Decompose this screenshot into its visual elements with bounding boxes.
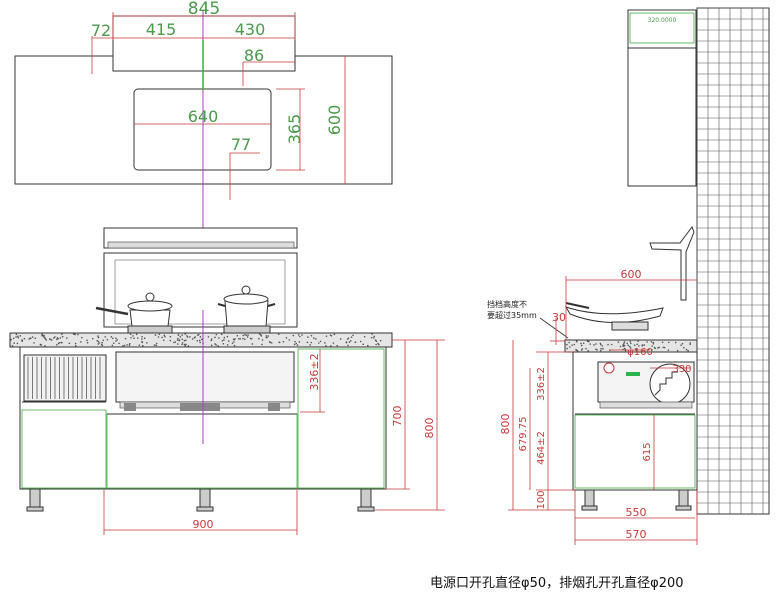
- dim-550: 550: [626, 506, 647, 519]
- vent-grille: [23, 354, 107, 402]
- dim-900: 900: [193, 518, 214, 531]
- front-dim-lines: [103, 339, 445, 535]
- dim-72: 72: [91, 21, 111, 40]
- dim-77: 77: [231, 135, 251, 154]
- countertop-front: [9, 332, 393, 348]
- top-dim-lines: [91, 12, 346, 200]
- caption: 电源口开孔直径φ50，排烟孔开孔直径φ200: [430, 576, 684, 591]
- back-panel: [103, 252, 298, 328]
- side-dim-lines: [508, 276, 698, 545]
- dim-600: 600: [325, 105, 344, 136]
- front-view: 336±2 700 800 900: [9, 227, 445, 535]
- note-line-2: 要超过35mm: [487, 310, 537, 320]
- dim-336-side: 336±2: [536, 367, 547, 401]
- granite-texture: [10, 333, 382, 347]
- granite-texture-side: [566, 340, 692, 352]
- dim-415: 415: [146, 20, 177, 39]
- dim-679-75: 679.75: [518, 417, 529, 452]
- dim-464: 464±2: [536, 431, 547, 465]
- hood-label-320: 320.0000: [648, 17, 677, 24]
- dim-365: 365: [285, 114, 304, 145]
- dim-430: 430: [235, 20, 266, 39]
- dim-800-front: 800: [423, 418, 436, 439]
- dim-640: 640: [188, 107, 219, 126]
- oven-box: [115, 351, 295, 403]
- dim-615: 615: [642, 442, 653, 461]
- side-hood-body: [627, 47, 697, 187]
- dim-phi160: φ160: [627, 347, 653, 358]
- power-outlet-icon: [603, 362, 615, 374]
- dim-700: 700: [391, 406, 404, 427]
- note-line-1: 挡档高度不: [487, 299, 527, 309]
- wok-icon: [564, 306, 664, 323]
- range-hood-lip: [107, 241, 295, 249]
- dim-100: 100: [536, 490, 547, 509]
- pot-left-icon: [95, 292, 173, 334]
- vent-grille-lines: [27, 357, 101, 399]
- cabinet-legs: [26, 488, 375, 512]
- dim-330: 330: [672, 364, 691, 375]
- pot-right-icon: [217, 285, 276, 334]
- dim-800-side: 800: [499, 414, 512, 435]
- cabinet-side: [572, 351, 698, 491]
- dim-336-front: 336±2: [308, 353, 321, 390]
- hood-outline: [112, 15, 296, 72]
- side-hood-top: [627, 9, 697, 49]
- top-view: 845 415 430 72 86 640 365 600 77: [14, 0, 393, 228]
- dim-845: 845: [188, 0, 220, 19]
- side-view: 320.0000: [487, 7, 770, 545]
- dim-570: 570: [626, 528, 647, 541]
- dim-30: 30: [552, 311, 566, 324]
- side-hood-arm: [649, 225, 695, 301]
- dim-600-side: 600: [621, 268, 642, 281]
- dim-86: 86: [244, 46, 264, 65]
